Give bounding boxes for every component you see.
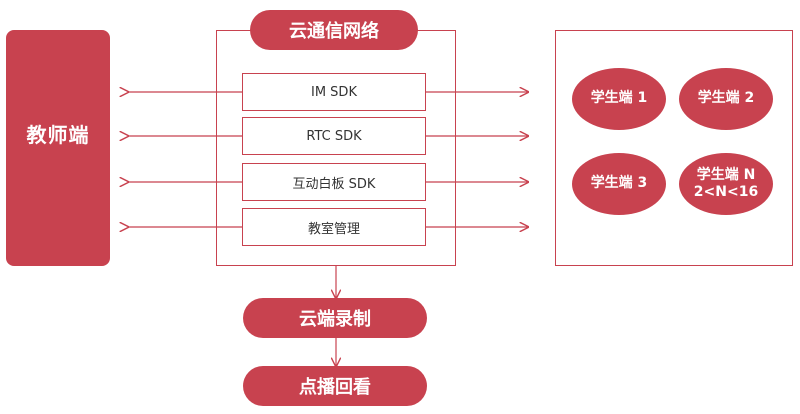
student-node-n: 学生端 N 2<N<16 <box>679 153 773 215</box>
network-title: 云通信网络 <box>250 10 418 50</box>
student-node-3: 学生端 3 <box>572 153 666 215</box>
playback-label: 点播回看 <box>299 377 371 398</box>
module-rtc-sdk: RTC SDK <box>242 117 426 155</box>
cloud-recording-label: 云端录制 <box>299 309 371 330</box>
cloud-recording-node: 云端录制 <box>243 298 427 338</box>
module-classroom-management: 教室管理 <box>242 208 426 246</box>
playback-node: 点播回看 <box>243 366 427 406</box>
student-node-2: 学生端 2 <box>679 68 773 130</box>
student-label: 学生端 N <box>696 166 756 183</box>
student-label: 学生端 1 <box>590 90 648 107</box>
module-label: IM SDK <box>311 84 357 100</box>
student-range: 2<N<16 <box>693 184 759 200</box>
module-label: RTC SDK <box>306 128 362 144</box>
module-label: 教室管理 <box>307 221 360 237</box>
student-node-1: 学生端 1 <box>572 68 666 130</box>
teacher-node: 教师端 <box>6 30 110 266</box>
module-label: 互动白板 SDK <box>292 176 376 192</box>
module-whiteboard-sdk: 互动白板 SDK <box>242 163 426 201</box>
network-title-label: 云通信网络 <box>289 21 379 42</box>
students-frame <box>555 30 793 266</box>
module-im-sdk: IM SDK <box>242 73 426 111</box>
student-label: 学生端 2 <box>697 90 755 107</box>
student-label: 学生端 3 <box>590 175 648 192</box>
teacher-label: 教师端 <box>26 122 90 147</box>
